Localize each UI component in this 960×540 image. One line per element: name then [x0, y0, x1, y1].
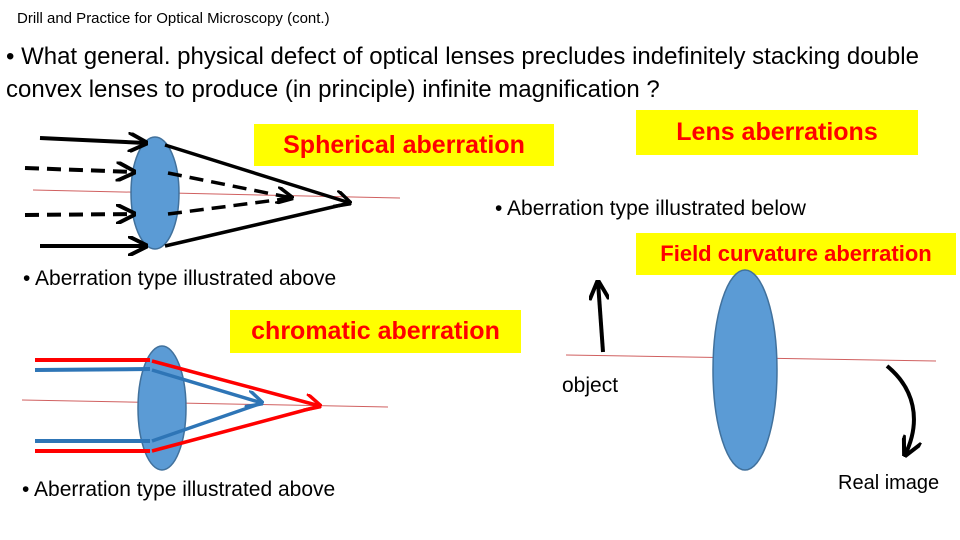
question-text: • What general. physical defect of optic… [6, 43, 919, 103]
blue-ray [151, 401, 263, 443]
slide-header-title: Drill and Practice for Optical Microscop… [17, 10, 330, 27]
answer-chromatic-aberration: chromatic aberration [230, 310, 521, 353]
chromatic-aberration-diagram [21, 345, 389, 471]
optical-axis [21, 399, 389, 408]
lens-icon [130, 136, 180, 250]
field-curvature-diagram [565, 269, 937, 471]
ray [164, 201, 351, 248]
red-ray [151, 359, 320, 406]
caption-aberration-above-bottom: • Aberration type illustrated above [22, 478, 336, 501]
ray [24, 214, 134, 215]
object-label: object [562, 374, 619, 397]
answer-spherical-aberration: Spherical aberration [254, 124, 554, 166]
optical-axis [32, 189, 401, 199]
answer-lens-aberrations: Lens aberrations [636, 110, 918, 155]
ray [164, 143, 350, 203]
ray [39, 138, 146, 143]
caption-aberration-above-top: • Aberration type illustrated above [23, 267, 337, 290]
lens-icon [712, 269, 778, 471]
spherical-aberration-diagram [24, 136, 401, 250]
ray [167, 196, 293, 216]
real-image-arrow [885, 364, 914, 455]
blue-ray [151, 368, 262, 403]
answer-field-curvature: Field curvature aberration [636, 233, 956, 275]
red-ray [151, 404, 321, 453]
object-arrow [598, 282, 603, 353]
real-image-label: Real image [838, 472, 940, 494]
caption-aberration-below: • Aberration type illustrated below [495, 197, 806, 220]
ray [24, 168, 134, 172]
blue-ray [34, 367, 151, 372]
